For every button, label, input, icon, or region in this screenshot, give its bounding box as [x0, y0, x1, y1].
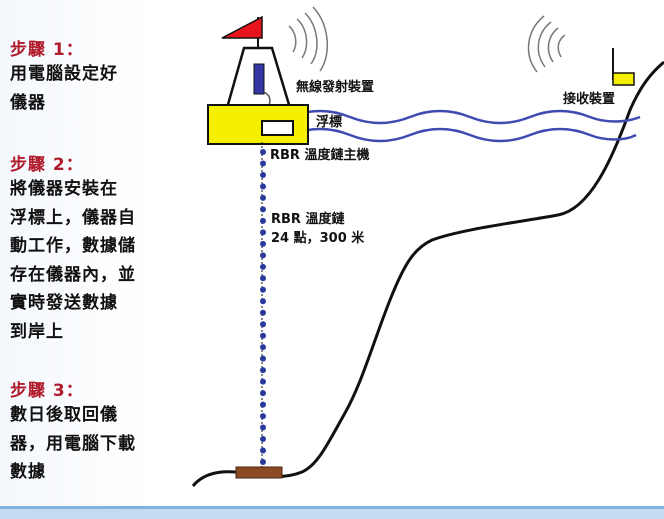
transmitter-unit [253, 63, 265, 95]
step-1-text: 用電腦設定好 儀器 [10, 64, 118, 113]
step-2: 步驟 2： 將儀器安裝在 浮標上，儀器自 動工作，數據儲 存在儀器內，並 實時發… [10, 155, 136, 346]
sensor-bead [260, 332, 266, 339]
step-3: 步驟 3： 數日後取回儀 器，用電腦下載 數據 [10, 381, 136, 487]
sensor-bead [260, 413, 266, 420]
anchor-block [235, 466, 283, 479]
sensor-bead [260, 252, 266, 259]
flag-icon [221, 15, 263, 39]
sensor-bead [260, 217, 266, 224]
step-2-heading: 步驟 2： [10, 155, 84, 175]
sensor-bead [260, 309, 266, 316]
sensor-bead [260, 171, 266, 178]
water-wave-upper [289, 109, 641, 125]
sensor-bead [260, 436, 266, 443]
sensor-bead [260, 206, 266, 213]
sensor-bead [260, 355, 266, 362]
step-3-heading: 步驟 3： [10, 381, 84, 401]
sensor-bead [260, 275, 266, 282]
sensor-bead [260, 160, 266, 167]
sensor-bead [260, 240, 266, 247]
step-1: 步驟 1： 用電腦設定好 儀器 [10, 40, 118, 117]
main-unit-box [261, 120, 294, 136]
step-3-text: 數日後取回儀 器，用電腦下載 數據 [10, 405, 136, 482]
chain-label-line1: RBR 溫度鏈 [271, 212, 345, 227]
step-2-text: 將儀器安裝在 浮標上，儀器自 動工作，數據儲 存在儀器內，並 實時發送數據 到岸… [10, 179, 136, 342]
sensor-bead [260, 194, 266, 201]
sensor-bead [260, 321, 266, 328]
chain-label-line2: 24 點，300 米 [271, 231, 365, 246]
steps-panel: 步驟 1： 用電腦設定好 儀器 步驟 2： 將儀器安裝在 浮標上，儀器自 動工作… [0, 0, 180, 505]
step-1-heading: 步驟 1： [10, 40, 84, 60]
sensor-bead [260, 390, 266, 397]
sensor-bead [260, 367, 266, 374]
sensor-bead [260, 424, 266, 431]
sensor-bead [260, 298, 266, 305]
main-unit-label: RBR 溫度鏈主機 [270, 148, 370, 163]
sensor-bead [260, 229, 266, 236]
sensor-bead [260, 286, 266, 293]
receiver-label: 接收裝置 [563, 92, 616, 107]
sensor-bead [260, 378, 266, 385]
receiver-signal-icon [527, 15, 566, 73]
signal-waves-icon [288, 6, 329, 72]
temperature-chain-sensors [260, 149, 266, 465]
water-wave-lower [289, 127, 637, 143]
sensor-bead [260, 149, 266, 155]
sensor-bead [260, 447, 266, 454]
sensor-bead [260, 344, 266, 351]
receiver-box [612, 72, 635, 86]
transmitter-label: 無線發射裝置 [296, 80, 375, 95]
sensor-bead [260, 263, 266, 270]
buoy-label: 浮標 [316, 115, 343, 130]
sensor-bead [260, 401, 266, 408]
bottom-bar [0, 506, 664, 519]
sensor-bead [260, 459, 266, 465]
sensor-bead [260, 183, 266, 190]
